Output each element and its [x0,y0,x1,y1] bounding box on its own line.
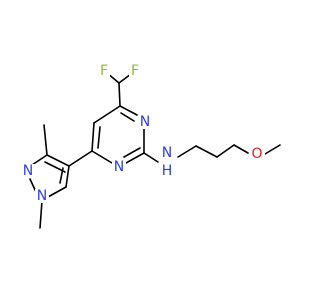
atom-fluorine-right: F [131,63,139,79]
molecule-svg: F F N N N H O N N [21,63,281,229]
bond-ring-c4-c5 [93,105,121,124]
atom-pyrazole-n1: N [37,188,47,204]
bond-pz-c5-c4 [65,165,70,188]
bond-pyrimidine-pyrazole [68,150,93,167]
bond-ch2-ch2-2 [216,144,235,158]
atom-amine-n: N [162,145,172,161]
bond-chf2-ring [118,82,121,107]
atom-labels: F F N N N H O N N [21,63,265,204]
bond-ch2-ch2 [195,145,218,158]
bond-nh-ch2 [177,145,197,158]
bond-ring-n3-c4 [119,105,138,116]
bond-ring-c5-c6 [91,122,95,152]
bond-ring-n1-c2-double [123,147,141,158]
bond-pz-c5-c4-double [59,167,64,184]
bond-c2-nh [143,152,159,163]
atom-fluorine-left: F [100,63,108,79]
atom-pyrimidine-n3: N [140,114,150,130]
bond-methyl-top [43,124,48,156]
bond-o-ch3 [264,144,281,155]
bond-ring-c6-n1 [91,150,113,164]
bond-ring-n1-c2 [125,152,145,164]
molecule-structure: F F N N N H O N N [21,63,281,229]
bond-ring-c5-c6-double [97,126,101,149]
bond-methyl-bottom [39,200,43,229]
bond-pz-n1-c5 [47,186,67,198]
bonds [29,72,281,229]
bond-ring-n3-c4-double [120,112,135,122]
atom-pyrazole-n2: N [23,163,33,179]
bond-pz-c3-n2 [31,154,48,166]
bond-pz-c4-c3 [46,154,70,167]
atom-oxygen: O [251,146,262,162]
atom-amine-h: H [162,163,173,179]
bond-ch2-o [233,144,249,154]
bond-pz-c4-c3-double [44,161,66,173]
atom-pyrimidine-n1: N [114,159,124,175]
